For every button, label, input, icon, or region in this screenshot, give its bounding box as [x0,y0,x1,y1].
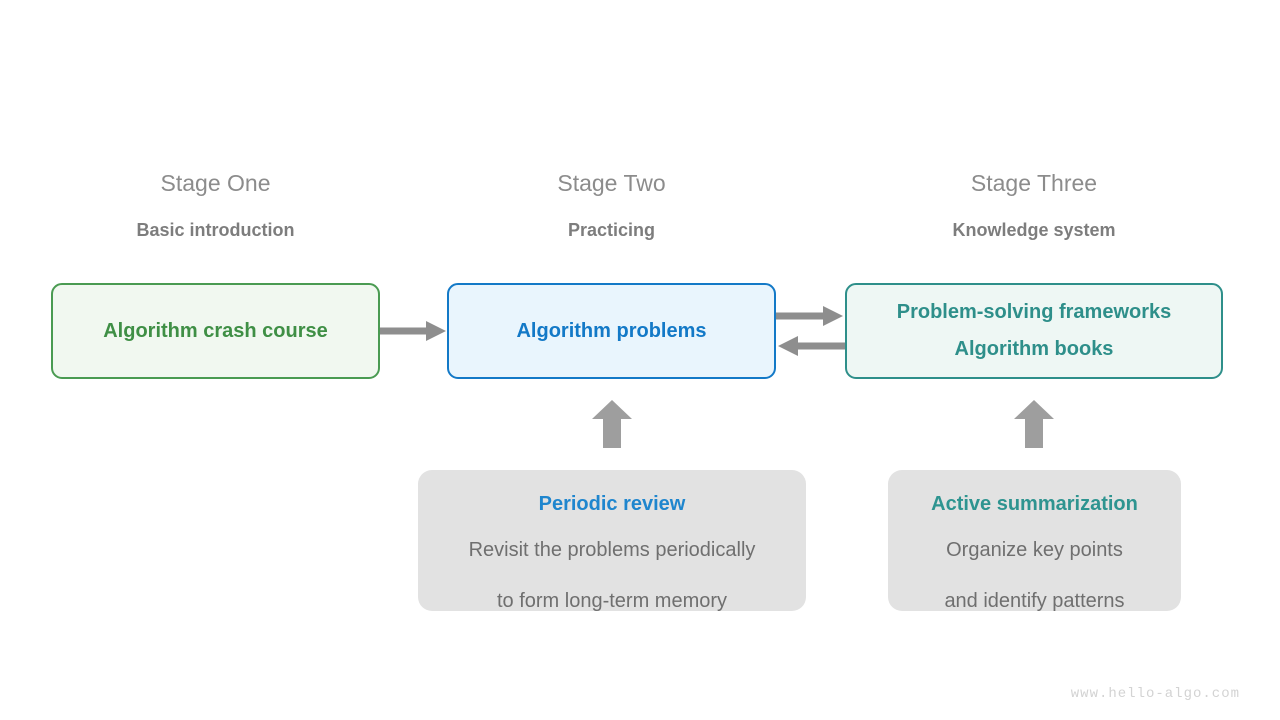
stage-column-three: Stage Three Knowledge system [845,170,1223,240]
arrow-crash-course-to-problems [380,321,446,341]
node-algorithm-crash-course[interactable]: Algorithm crash course [51,283,380,379]
node-algorithm-problems[interactable]: Algorithm problems [447,283,776,379]
node-label-line-2: Algorithm books [954,338,1114,360]
node-label-line-1: Problem-solving frameworks [896,301,1172,323]
card-active-summarization[interactable]: Active summarization Organize key points… [888,470,1181,612]
stage-column-one: Stage One Basic introduction [51,170,380,240]
stage-title: Stage Two [557,170,666,196]
card-body-line-1: Organize key points [946,539,1123,561]
card-title: Periodic review [538,493,686,515]
arrow-problems-to-frameworks [776,306,843,326]
watermark-url: www.hello-algo.com [1070,686,1240,702]
node-problem-solving-frameworks[interactable]: Problem-solving frameworks Algorithm boo… [845,283,1223,379]
stage-title: Stage Three [970,170,1098,196]
stage-subtitle: Basic introduction [136,220,295,240]
card-periodic-review[interactable]: Periodic review Revisit the problems per… [418,470,806,612]
card-body-line-2: and identify patterns [944,590,1125,612]
stage-subtitle: Practicing [567,220,656,240]
card-body-line-2: to form long-term memory [496,590,728,612]
card-title: Active summarization [931,493,1138,515]
arrow-active-summarization-to-frameworks [1014,400,1054,448]
node-label: Algorithm crash course [103,319,328,342]
node-label: Algorithm problems [516,319,707,342]
stage-title: Stage One [160,170,271,196]
arrow-periodic-review-to-problems [592,400,632,448]
stage-subtitle: Knowledge system [952,220,1116,240]
stage-column-two: Stage Two Practicing [447,170,776,240]
arrow-frameworks-to-problems [778,336,845,356]
card-body-line-1: Revisit the problems periodically [468,539,756,561]
